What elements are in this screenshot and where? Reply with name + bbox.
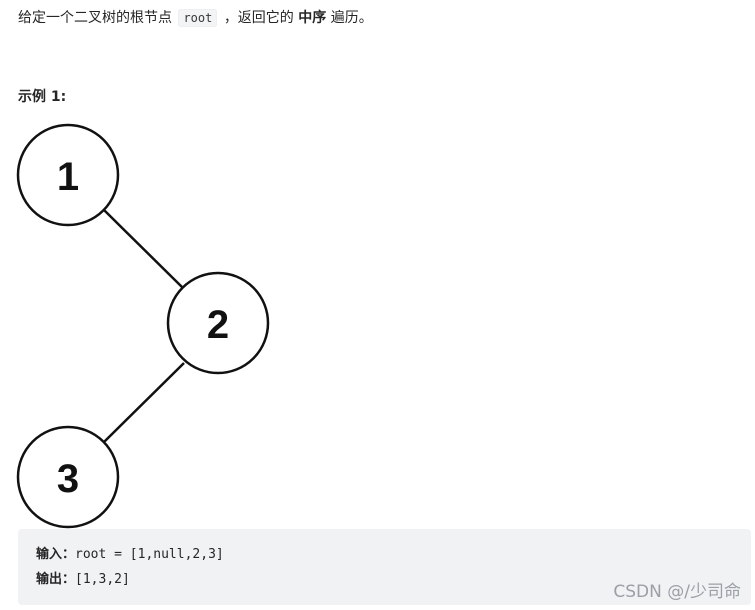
inline-code-root: root [178, 9, 218, 27]
tree-node-3 [16, 425, 120, 529]
tree-node-1-label: 1 [57, 155, 79, 199]
tree-edge-1-2 [103, 209, 185, 290]
output-label: 输出： [36, 572, 76, 587]
tree-node-2-label: 2 [207, 303, 229, 347]
tree-edge-2-3 [103, 362, 185, 443]
output-line: 输出：[1,3,2] [36, 567, 751, 592]
input-value: root = [1,null,2,3] [75, 547, 224, 562]
tree-node-1 [16, 123, 120, 227]
tree-node-2 [166, 271, 270, 375]
tree-node-3-label: 3 [57, 457, 79, 501]
binary-tree-diagram: 1 2 3 [16, 123, 270, 529]
prompt-emphasis: 中序 [298, 10, 327, 26]
csdn-watermark: CSDN @/少司命 [613, 582, 741, 602]
prompt-text-before: 给定一个二叉树的根节点 [18, 10, 172, 26]
input-label: 输入： [36, 547, 76, 562]
example-title: 示例 1: [18, 89, 67, 105]
problem-statement: 给定一个二叉树的根节点 root ，返回它的 中序 遍历。 [18, 8, 373, 28]
input-line: 输入：root = [1,null,2,3] [36, 542, 751, 567]
example-code-block: 输入：root = [1,null,2,3] 输出：[1,3,2] [18, 529, 751, 605]
prompt-text-middle: ，返回它的 [223, 10, 294, 26]
prompt-text-after: 遍历。 [330, 10, 373, 26]
output-value: [1,3,2] [75, 572, 130, 587]
